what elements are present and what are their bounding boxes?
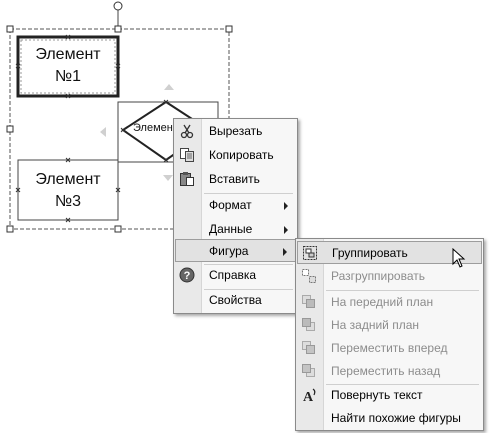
submenu-item-group-label: Группировать [332,246,408,260]
menu-item-data-label: Данные [209,222,253,236]
autoconnect-up-arrow[interactable] [164,84,174,90]
submenu-arrow-icon [283,248,287,256]
svg-text:A: A [303,390,314,403]
submenu-item-bring-forward-label: Переместить вперед [331,341,448,355]
submenu-separator [326,384,479,385]
menu-item-paste[interactable]: Вставить [175,168,296,191]
submenu-item-bring-front-label: На передний план [331,295,434,309]
bring-forward-icon [301,340,317,356]
shape-3-label-line2: №3 [54,193,82,210]
autoconnect-left-arrow[interactable] [100,127,106,137]
shape-element-1-inner [20,39,116,94]
shape-1-label-line1: Элемент [35,46,101,63]
menu-item-properties[interactable]: Свойства [175,289,296,312]
submenu-arrow-icon [284,226,288,234]
menu-item-data[interactable]: Данные [175,218,296,241]
submenu-item-send-backward[interactable]: Переместить назад [297,360,482,383]
shape-submenu: Группировать Разгруппировать На передний… [295,238,484,431]
bring-front-icon [301,294,317,310]
shape-3-label: Элемент №3 [18,169,118,213]
menu-item-shape-label: Фигура [209,244,249,258]
submenu-item-rotate-text-label: Повернуть текст [331,388,423,402]
paste-icon [179,171,195,187]
scissors-icon [179,123,195,139]
submenu-item-send-back-label: На задний план [331,318,420,332]
mouse-cursor-icon [452,248,466,268]
submenu-separator [326,290,479,291]
group-icon [302,245,318,261]
menu-item-help[interactable]: ? Справка [175,264,296,287]
copy-icon [179,147,195,163]
svg-text:?: ? [184,270,191,282]
submenu-item-bring-front[interactable]: На передний план [297,291,482,314]
menu-item-shape[interactable]: Фигура [175,239,296,262]
menu-item-format-label: Формат [209,198,252,212]
ungroup-icon [301,268,317,284]
submenu-item-send-back[interactable]: На задний план [297,314,482,337]
submenu-item-ungroup[interactable]: Разгруппировать [297,265,482,288]
menu-item-copy-label: Копировать [209,148,274,162]
submenu-item-find-similar-label: Найти похожие фигуры [331,411,461,425]
submenu-item-send-backward-label: Переместить назад [331,364,441,378]
menu-item-cut[interactable]: Вырезать [175,120,296,143]
autoconnect-down-arrow[interactable] [163,175,173,181]
menu-item-format[interactable]: Формат [175,194,296,217]
submenu-item-find-similar[interactable]: Найти похожие фигуры [297,407,482,430]
connection-points [15,34,169,223]
rotate-text-icon: A [301,387,317,405]
shape-1-label-line2: №1 [54,68,82,85]
shape-2-label: Элемен [133,121,193,135]
menu-item-help-label: Справка [209,268,257,282]
menu-separator [204,264,293,265]
menu-item-cut-label: Вырезать [209,124,263,138]
submenu-arrow-icon [284,202,288,210]
menu-item-copy[interactable]: Копировать [175,144,296,167]
send-backward-icon [301,363,317,379]
menu-separator [204,193,293,194]
shape-2-label-line1: Элемен [133,122,173,134]
submenu-item-rotate-text[interactable]: A Повернуть текст [297,384,482,407]
menu-item-properties-label: Свойства [209,293,262,307]
submenu-item-group[interactable]: Группировать [297,241,482,264]
send-back-icon [301,317,317,333]
menu-item-paste-label: Вставить [209,172,260,186]
rotation-handle[interactable] [113,1,123,11]
help-icon: ? [179,267,195,283]
submenu-item-bring-forward[interactable]: Переместить вперед [297,337,482,360]
submenu-gutter [296,239,324,430]
shape-3-label-line1: Элемент [35,171,101,188]
menu-separator [204,289,293,290]
context-menu: Вырезать Копировать Вставить Формат Данн… [173,118,298,314]
shape-1-label: Элемент №1 [18,44,118,88]
submenu-item-ungroup-label: Разгруппировать [331,269,426,283]
